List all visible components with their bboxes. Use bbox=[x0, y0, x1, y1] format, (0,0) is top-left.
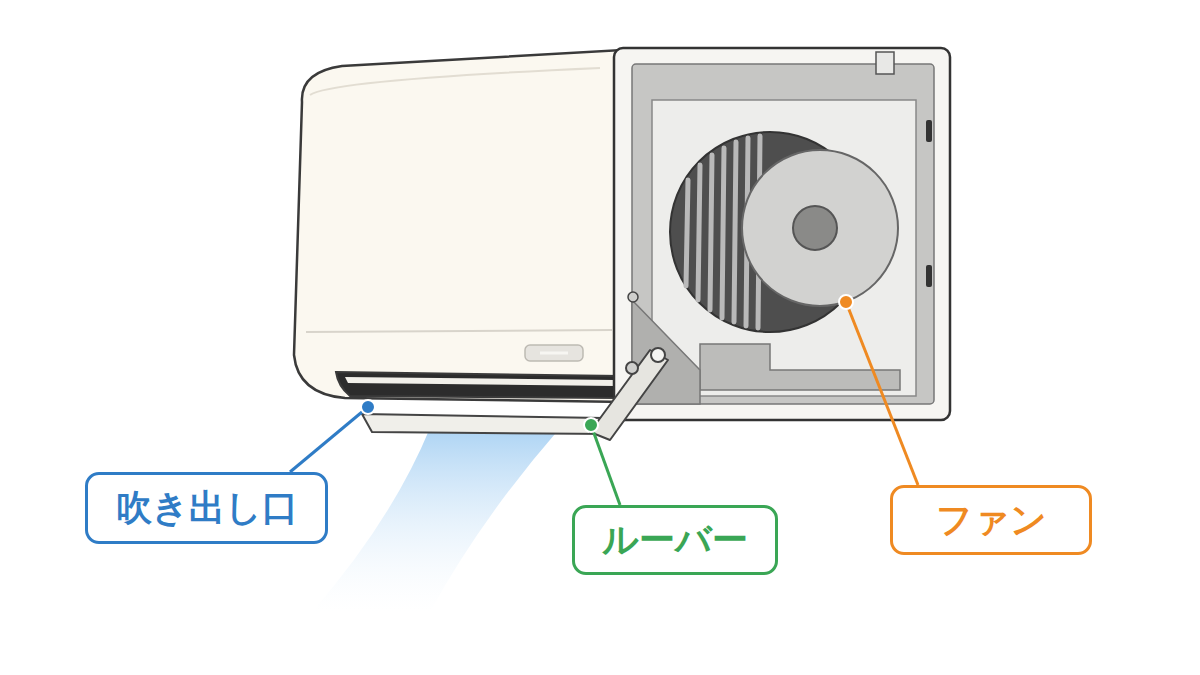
callout-box: 吹き出し口 bbox=[85, 472, 328, 544]
indicator-mark bbox=[540, 352, 568, 355]
cross-section-wall bbox=[632, 64, 934, 404]
pivot-screw bbox=[628, 292, 638, 302]
callout-label: 吹き出し口 bbox=[116, 487, 298, 528]
body-highlight bbox=[310, 68, 600, 95]
louver-pivot bbox=[626, 362, 638, 374]
indicator bbox=[525, 345, 583, 361]
leader-line bbox=[591, 425, 620, 505]
case-slot bbox=[926, 120, 932, 142]
fan-disc bbox=[742, 150, 898, 306]
case-slot bbox=[926, 265, 932, 287]
louver-pivot bbox=[651, 348, 665, 362]
callout-label: ファン bbox=[936, 499, 1047, 540]
leader-dot bbox=[584, 418, 598, 432]
air-stream bbox=[312, 428, 560, 612]
unit-body bbox=[294, 50, 626, 402]
callout-box: ファン bbox=[890, 485, 1092, 555]
body-seam bbox=[306, 330, 612, 332]
outlet-slot bbox=[336, 372, 620, 398]
louver-plate bbox=[362, 414, 612, 434]
leader-line bbox=[846, 302, 918, 485]
leader-dot bbox=[361, 400, 375, 414]
leader-dot bbox=[839, 295, 853, 309]
fan-hub bbox=[793, 206, 837, 250]
outlet-lip bbox=[345, 377, 615, 386]
callout-label: ルーバー bbox=[602, 519, 748, 560]
cross-section-chamber bbox=[652, 100, 916, 396]
leader-line bbox=[290, 407, 368, 472]
callout-box: ルーバー bbox=[572, 505, 778, 575]
case-tab bbox=[876, 52, 894, 74]
louver-arm bbox=[590, 350, 668, 440]
